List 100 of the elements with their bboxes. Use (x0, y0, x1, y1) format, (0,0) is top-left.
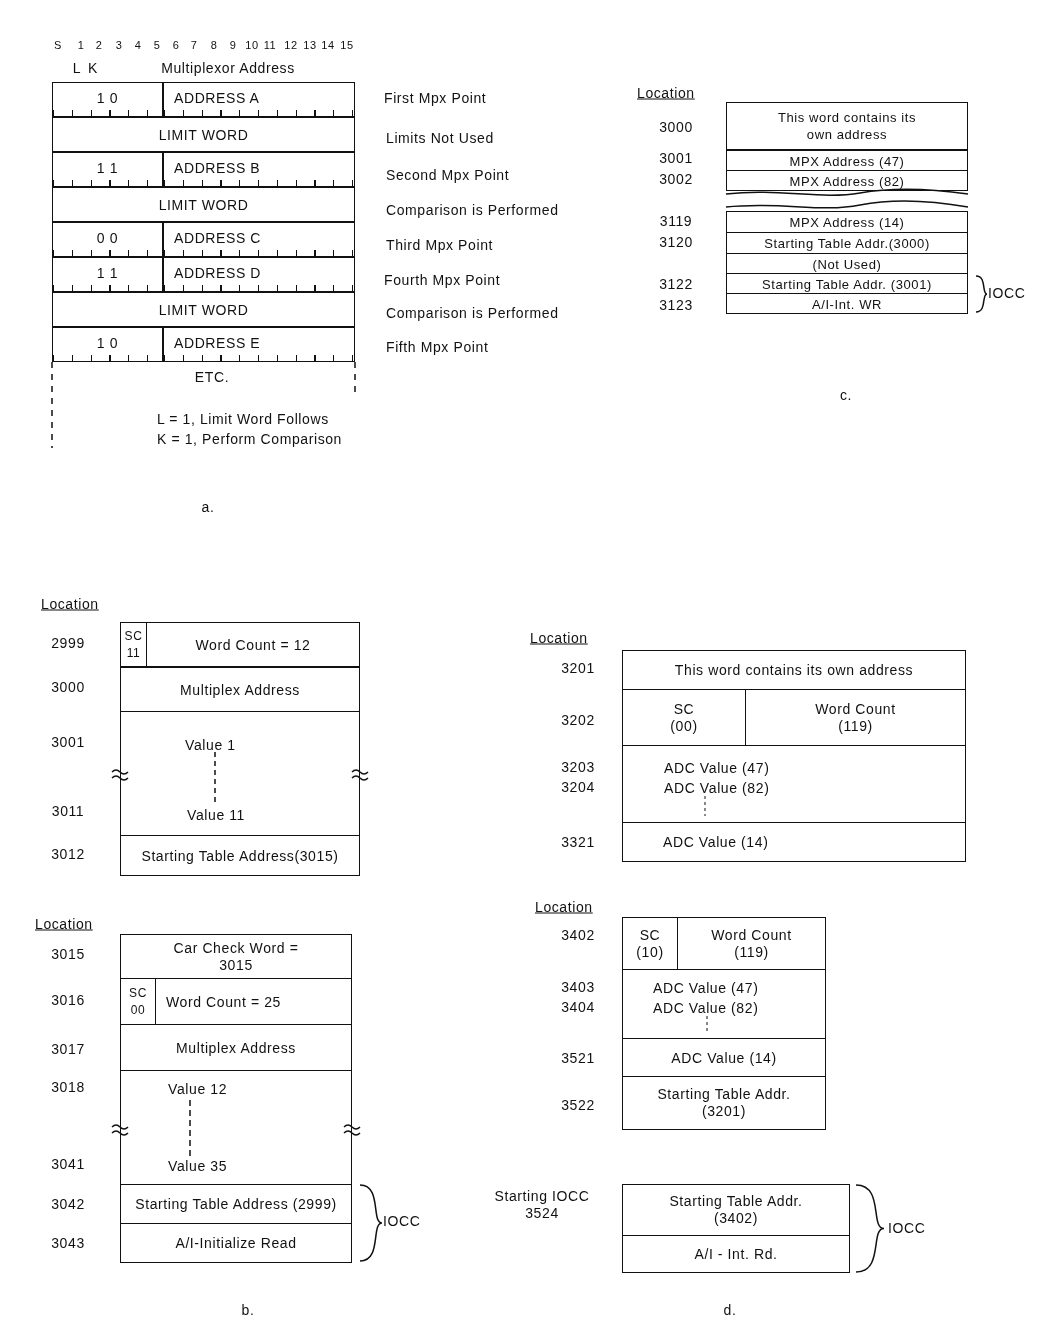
memory-word-box (622, 650, 966, 690)
word-text: Word Count (119) (814, 700, 897, 735)
word-text: This word contains its own address (674, 661, 914, 679)
word-text: Value 12 (168, 1080, 228, 1098)
continuation-note: ETC. (194, 368, 230, 386)
word-text: 1 0 (96, 334, 119, 352)
memory-word-box (120, 835, 360, 876)
word-text: Starting Table Address(3015) (141, 847, 339, 864)
bit-number: 2 (95, 37, 103, 53)
column-heading: Location (530, 629, 588, 647)
word-text: A/I - Int. Rd. (694, 1245, 778, 1263)
word-text: Multiplex Address (180, 681, 300, 698)
memory-word-box (677, 917, 826, 970)
location-number: 3204 (561, 778, 595, 796)
bit-number: 4 (134, 37, 142, 53)
memory-word-box (622, 1038, 826, 1077)
word-text: 0 0 (96, 229, 119, 247)
location-number: 3202 (561, 711, 595, 729)
memory-word-box (726, 211, 968, 233)
column-heading: Location (637, 84, 695, 102)
column-heading: Location (535, 898, 593, 916)
word-text: Car Check Word = 3015 (172, 939, 300, 974)
word-text: ADDRESS A (174, 89, 260, 107)
word-text: Starting Table Addr.(3000) (764, 234, 930, 252)
location-number: 3018 (51, 1078, 85, 1096)
memory-word-box (163, 222, 355, 257)
location-number: 3015 (51, 945, 85, 963)
location-number: 3521 (561, 1049, 595, 1067)
location-number: 3002 (659, 170, 693, 188)
memory-word-box (52, 117, 355, 152)
word-text: A/I-Int. WR (811, 295, 883, 312)
location-number: 3403 (561, 978, 595, 996)
location-number: 3000 (659, 118, 693, 136)
word-text: Starting Table Addr. (3402) (668, 1193, 804, 1227)
word-text: ADC Value (14) (671, 1049, 777, 1066)
word-text: Word Count = 25 (166, 993, 281, 1010)
bit-number: 11 (263, 37, 277, 53)
bit-number: 10 (245, 37, 259, 53)
memory-word-box (120, 667, 360, 712)
word-text: Starting Table Addr. (3201) (656, 1086, 792, 1120)
word-text: 1 1 (96, 264, 119, 282)
brace-label: IOCC (383, 1212, 421, 1230)
word-text: Value 35 (168, 1157, 228, 1175)
memory-word-box (52, 152, 163, 187)
word-text: MPX Address (14) (789, 213, 905, 231)
location-number: 3522 (561, 1096, 595, 1114)
memory-word-box (622, 1184, 850, 1236)
bit-number: 3 (115, 37, 123, 53)
bit-number: 8 (210, 37, 218, 53)
word-text: SC 11 (123, 627, 144, 662)
memory-word-box (622, 822, 966, 862)
memory-word-box (52, 82, 163, 117)
field-label: L (72, 59, 82, 77)
location-number: 3203 (561, 758, 595, 776)
word-text: Word Count (119) (710, 926, 793, 961)
note: L = 1, Limit Word Follows (157, 410, 329, 428)
word-text: MPX Address (82) (789, 172, 905, 189)
annotation: Third Mpx Point (386, 236, 494, 254)
location-number: 3012 (51, 845, 85, 863)
word-text: ADDRESS D (174, 264, 262, 282)
location-number: 3041 (51, 1155, 85, 1173)
memory-word-box (726, 273, 968, 294)
location-number: 3001 (51, 733, 85, 751)
memory-word-box (726, 150, 968, 171)
bit-number: 14 (321, 37, 335, 53)
location-number: 3404 (561, 998, 595, 1016)
location-number: 3043 (51, 1234, 85, 1252)
bit-number: 1 (77, 37, 85, 53)
location-number: 3042 (51, 1195, 85, 1213)
location-number: 3016 (51, 991, 85, 1009)
field-label: K (88, 59, 98, 77)
bit-number: 15 (340, 37, 354, 53)
word-text: ADDRESS C (174, 229, 262, 247)
bit-number: 12 (284, 37, 298, 53)
location-number: 3123 (659, 296, 693, 314)
memory-word-box (163, 257, 355, 292)
word-text: Value 11 (187, 806, 245, 824)
memory-word-box (120, 622, 147, 667)
annotation: First Mpx Point (384, 89, 487, 107)
memory-word-box (52, 257, 163, 292)
memory-word-box (726, 232, 968, 254)
location-number: 3120 (659, 233, 693, 251)
word-text: SC 00 (128, 984, 148, 1019)
word-text: LIMIT WORD (158, 126, 249, 143)
memory-word-box (146, 622, 360, 667)
location-number: 2999 (51, 634, 85, 652)
word-text: ADC Value (82) (664, 779, 770, 797)
panel-label: d. (723, 1301, 737, 1319)
annotation: Comparison is Performed (386, 304, 559, 322)
word-text: ADDRESS B (174, 159, 261, 177)
bit-number: 5 (153, 37, 161, 53)
location-number: 3119 (659, 212, 693, 230)
memory-word-box (622, 745, 966, 823)
word-text: 1 1 (96, 159, 119, 177)
annotation: Comparison is Performed (386, 201, 559, 219)
column-heading: Location (35, 915, 93, 933)
location-number: 3122 (659, 275, 693, 293)
bit-number: 13 (303, 37, 317, 53)
location-number: Starting IOCC 3524 (493, 1188, 591, 1222)
word-text: A/I-Initialize Read (175, 1234, 297, 1252)
